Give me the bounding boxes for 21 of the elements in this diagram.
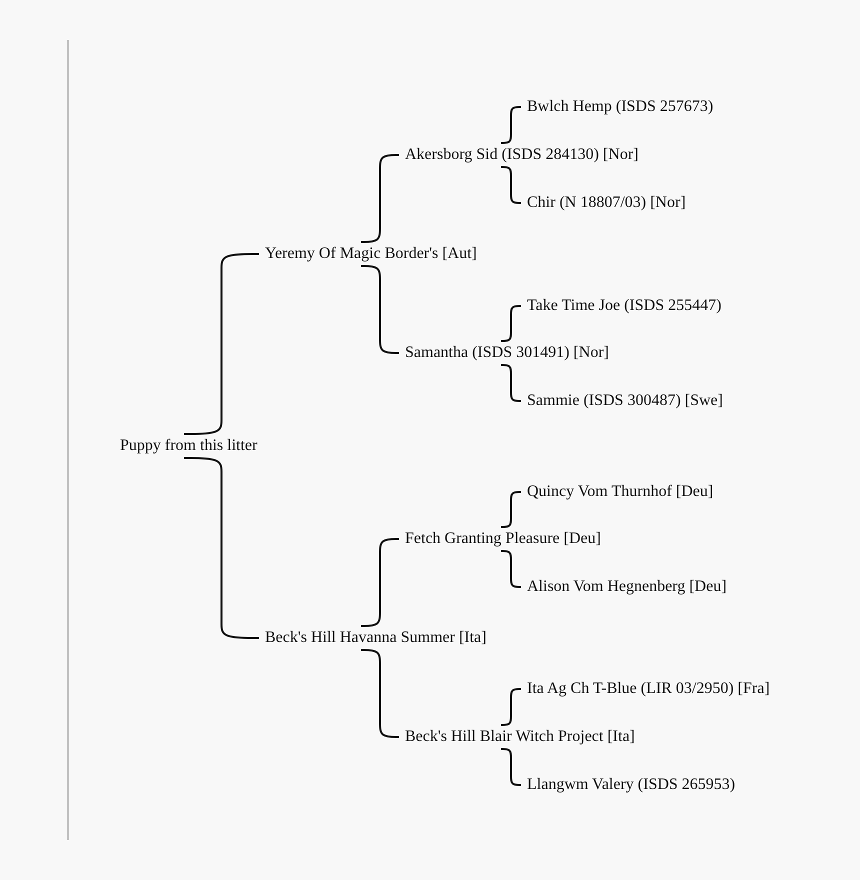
- pedigree-name: Beck's Hill Havanna Summer [Ita]: [261, 626, 490, 650]
- brace-connector: [361, 154, 399, 243]
- brace-connector: [361, 538, 399, 627]
- pedigree-name: Chir (N 18807/03) [Nor]: [523, 191, 690, 215]
- pedigree-name: Akersborg Sid (ISDS 284130) [Nor]: [401, 143, 642, 167]
- pedigree-name: Yeremy Of Magic Border's [Aut]: [261, 242, 481, 266]
- pedigree-name: Puppy from this litter: [116, 434, 262, 458]
- brace-connector: [361, 649, 399, 738]
- pedigree-name: Take Time Joe (ISDS 255447): [523, 294, 726, 318]
- brace-connector: [184, 253, 259, 435]
- pedigree-name: Bwlch Hemp (ISDS 257673): [523, 95, 718, 119]
- pedigree-name: Fetch Granting Pleasure [Deu]: [401, 527, 605, 551]
- brace-connector: [361, 265, 399, 354]
- pedigree-name: Quincy Vom Thurnhof [Deu]: [523, 480, 718, 504]
- pedigree-name: Ita Ag Ch T-Blue (LIR 03/2950) [Fra]: [523, 677, 774, 701]
- brace-connector: [184, 457, 259, 639]
- pedigree-name: Beck's Hill Blair Witch Project [Ita]: [401, 725, 639, 749]
- pedigree-name: Samantha (ISDS 301491) [Nor]: [401, 341, 613, 365]
- pedigree-name: Llangwm Valery (ISDS 265953): [523, 773, 740, 797]
- pedigree-name: Sammie (ISDS 300487) [Swe]: [523, 389, 727, 413]
- pedigree-name: Alison Vom Hegnenberg [Deu]: [523, 575, 731, 599]
